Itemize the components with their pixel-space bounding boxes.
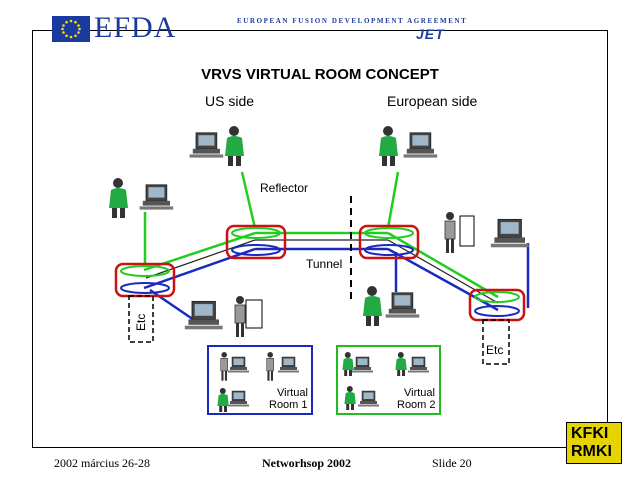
virtual-room-1-line2: Room 1	[269, 399, 308, 411]
etc-label-right: Etc	[486, 343, 503, 357]
reflector-node-right	[468, 288, 526, 322]
tunnel-label: Tunnel	[306, 257, 342, 271]
workstation-left	[109, 178, 174, 218]
rmki-logo-top: KFKI	[571, 425, 609, 442]
rmki-logo: KFKI RMKI	[566, 422, 622, 464]
virtual-room-2-line1: Virtual	[404, 387, 435, 399]
slide-frame	[32, 30, 608, 448]
eu-flag-icon	[52, 16, 90, 42]
virtual-room-1: Virtual Room 1	[207, 345, 313, 415]
workstation-us-top	[189, 126, 244, 166]
reflector-node-eu	[358, 224, 420, 260]
etc-label-left: Etc	[134, 314, 148, 331]
footer-slide-number: Slide 20	[432, 456, 472, 470]
rmki-logo-bottom: RMKI	[571, 443, 612, 460]
jet-logo: JET	[416, 26, 445, 42]
reflector-label: Reflector	[260, 181, 308, 195]
workstation-eu-top	[379, 126, 438, 166]
workstation-right	[444, 211, 530, 254]
header-subtitle: EUROPEAN FUSION DEVELOPMENT AGREEMENT	[237, 17, 468, 25]
workstation-center-right	[363, 286, 420, 326]
workstation-lower-left	[184, 295, 263, 338]
etc-box-right	[482, 319, 510, 365]
virtual-room-2: Virtual Room 2	[336, 345, 441, 415]
reflector-node-us	[225, 224, 287, 260]
virtual-room-2-line2: Room 2	[397, 399, 436, 411]
header-banner: EFDA EUROPEAN FUSION DEVELOPMENT AGREEME…	[52, 12, 466, 44]
virtual-room-1-line1: Virtual	[277, 387, 308, 399]
footer-date: 2002 március 26-28	[54, 456, 150, 470]
slide-title: VRVS VIRTUAL ROOM CONCEPT	[201, 66, 439, 83]
european-side-label: European side	[387, 93, 478, 109]
footer-event: Networhsop 2002	[262, 456, 351, 470]
etc-box-left	[128, 295, 154, 343]
us-side-label: US side	[205, 93, 255, 109]
efda-logo-text: EFDA	[94, 11, 177, 44]
